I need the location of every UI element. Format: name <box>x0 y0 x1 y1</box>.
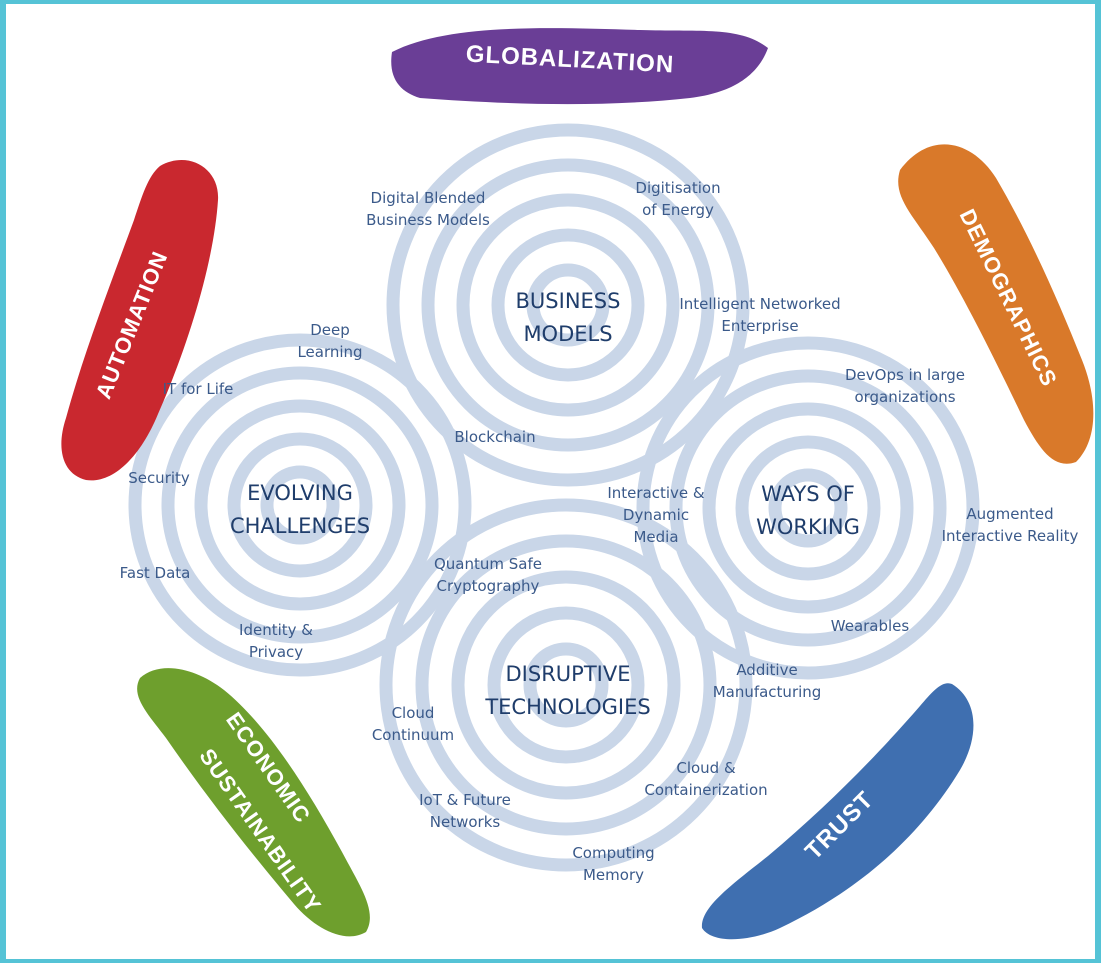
rings-evolving-challenges <box>128 333 472 677</box>
trust-stroke <box>701 683 974 940</box>
topic-security: Security <box>128 469 190 487</box>
topic-wearables: Wearables <box>830 617 910 635</box>
topic-cloud-containerization: Cloud &Containerization <box>644 759 768 799</box>
rings-ways-of-working <box>636 336 980 680</box>
topic-blockchain: Blockchain <box>454 428 536 446</box>
rings-disruptive-technologies <box>379 498 753 872</box>
demographics-stroke <box>898 144 1094 464</box>
topic-identity-privacy: Identity &Privacy <box>239 621 313 661</box>
topic-it-for-life: IT for Life <box>162 380 234 398</box>
automation-stroke <box>61 160 219 481</box>
globalization-stroke <box>391 28 768 105</box>
topic-fast-data: Fast Data <box>119 564 191 582</box>
economic-sustainability-stroke <box>137 668 370 937</box>
rings-business-models <box>386 123 750 487</box>
